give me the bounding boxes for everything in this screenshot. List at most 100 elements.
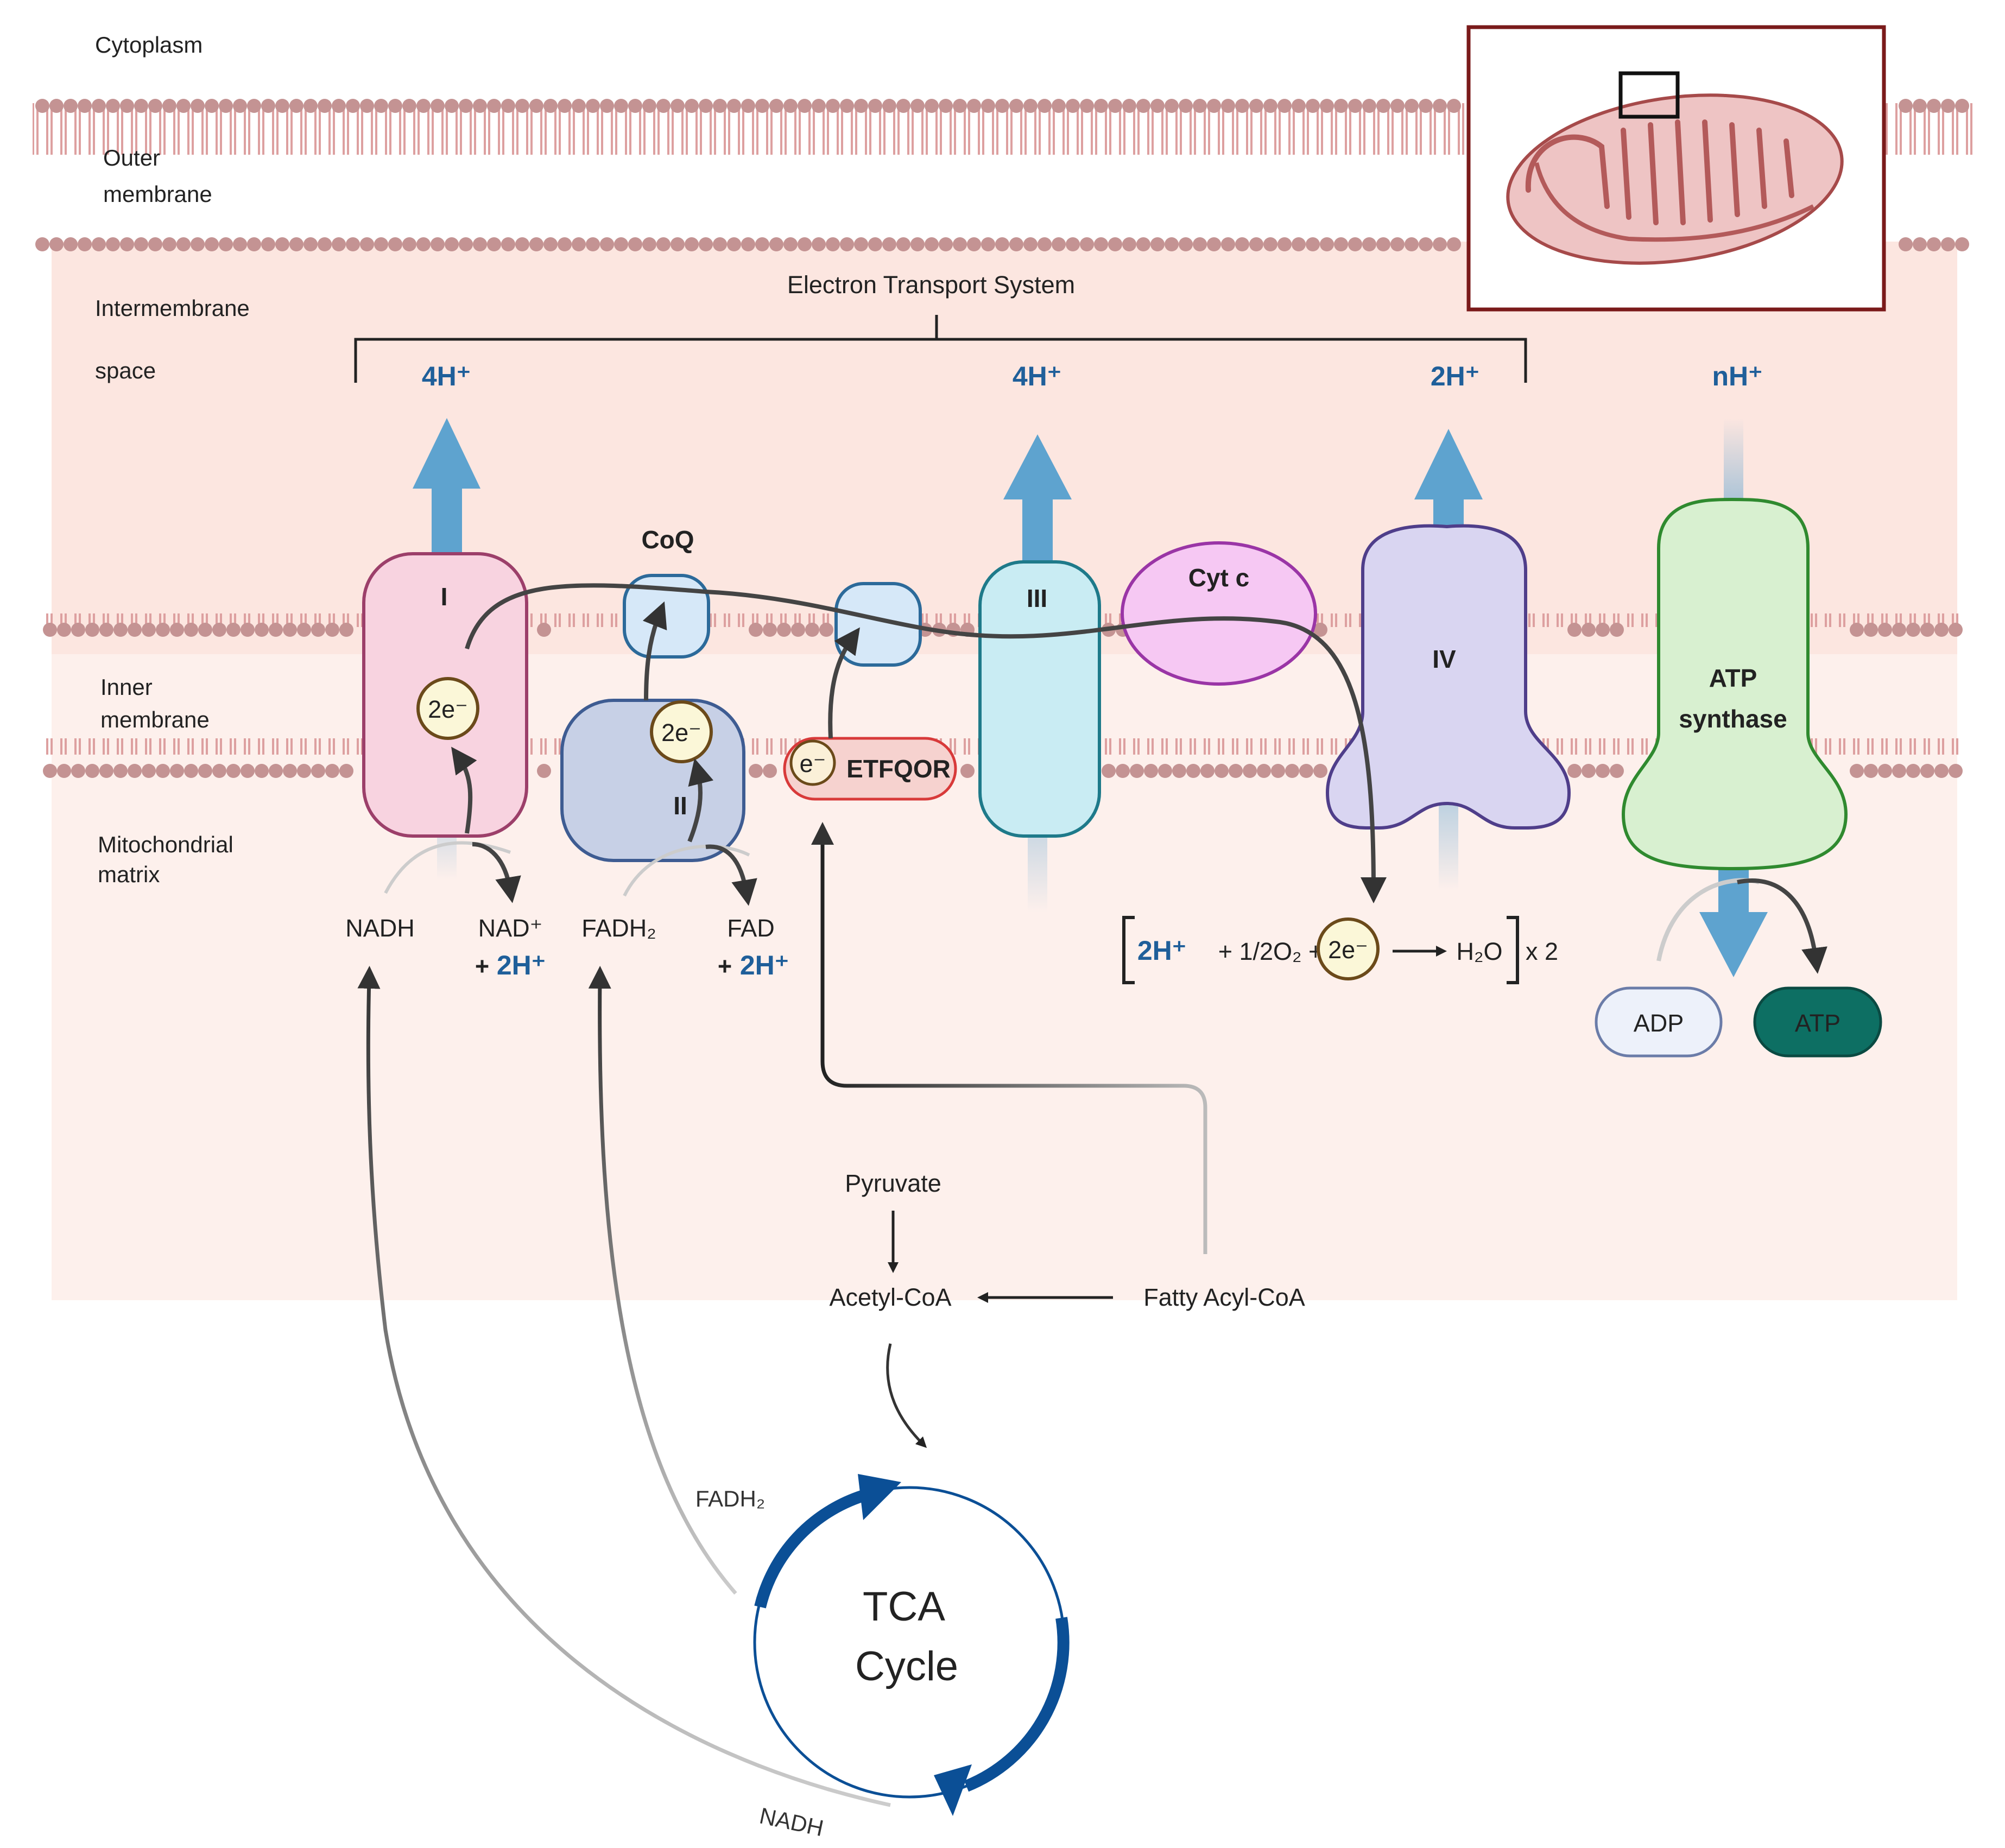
lipid-head — [261, 99, 275, 113]
lipid-head — [642, 99, 656, 113]
lipid-head — [1596, 623, 1610, 637]
lipid-head — [1150, 99, 1165, 113]
lipid-head — [1165, 99, 1179, 113]
lipid-head — [1906, 623, 1920, 637]
lipid-head — [289, 99, 303, 113]
lipid-head — [628, 99, 642, 113]
lipid-head — [543, 99, 558, 113]
lipid-head — [572, 237, 586, 251]
lipid-head — [416, 99, 431, 113]
lipid-head — [1334, 237, 1348, 251]
lipid-head — [360, 99, 374, 113]
lipid-head — [473, 237, 487, 251]
lipid-head — [1207, 237, 1221, 251]
lipid-head — [1582, 764, 1596, 778]
lipid-head — [1052, 237, 1066, 251]
lipid-head — [840, 237, 854, 251]
label-outer-2: membrane — [103, 181, 212, 207]
lipid-head — [981, 99, 995, 113]
lipid-head — [402, 237, 416, 251]
complex-3[interactable]: III — [978, 560, 1101, 838]
lipid-head — [1263, 99, 1277, 113]
lipid-head — [459, 99, 473, 113]
lipid-head — [431, 99, 445, 113]
label-fadh2: FADH₂ — [581, 914, 656, 942]
lipid-head — [1193, 237, 1207, 251]
lipid-head — [134, 237, 148, 251]
lipid-head — [882, 237, 896, 251]
cytochrome-c[interactable]: Cyt c — [1121, 541, 1317, 686]
lipid-head — [374, 237, 388, 251]
lipid-head — [388, 237, 402, 251]
etfqor-electron: e⁻ — [800, 750, 826, 777]
adp-label: ADP — [1634, 1009, 1684, 1037]
lipid-head — [170, 623, 184, 637]
label-fad: FAD — [727, 914, 775, 942]
lipid-head — [614, 99, 628, 113]
complex-2-label: II — [673, 792, 687, 820]
water-oxygen: + 1/2O₂ + — [1218, 938, 1323, 965]
lipid-head — [1906, 764, 1920, 778]
fadh2-curve — [623, 844, 750, 897]
lipid-head — [1864, 623, 1878, 637]
lipid-head — [763, 623, 777, 637]
electron-badge-complex-1-text: 2e⁻ — [428, 695, 468, 723]
lipid-head — [910, 237, 925, 251]
lipid-head — [671, 99, 685, 113]
cyt-c-label: Cyt c — [1188, 564, 1249, 592]
lipid-head — [586, 237, 600, 251]
water-product: H₂O — [1457, 938, 1503, 965]
proton-label-complex-4: 2H⁺ — [1431, 361, 1479, 391]
lipid-head — [1892, 764, 1906, 778]
lipid-head — [1419, 99, 1433, 113]
lipid-head — [1913, 237, 1927, 251]
coq-label: CoQ — [641, 526, 694, 554]
lipid-head — [1878, 764, 1892, 778]
lipid-head — [1122, 99, 1136, 113]
lipid-head — [346, 237, 360, 251]
mitochondrion-inset — [1466, 25, 1886, 312]
lipid-head — [226, 764, 241, 778]
lipid-head — [642, 237, 656, 251]
lipid-head — [162, 99, 176, 113]
lipid-head — [1108, 237, 1122, 251]
lipid-head — [685, 99, 699, 113]
lipid-head — [57, 764, 71, 778]
lipid-head — [1348, 237, 1362, 251]
lipid-head — [1567, 623, 1582, 637]
lipid-head — [896, 237, 910, 251]
atp-synthase[interactable]: ATP synthase — [1621, 497, 1848, 871]
lipid-head — [1299, 764, 1313, 778]
lipid-head — [1130, 764, 1144, 778]
complex-4[interactable]: IV — [1325, 524, 1571, 830]
lipid-head — [1066, 99, 1080, 113]
complex-1-label: I — [441, 583, 448, 611]
lipid-head — [1362, 99, 1376, 113]
fatty-acyl-to-etfqor-path — [811, 822, 1207, 1254]
electron-arrow-complex-1 — [451, 746, 477, 834]
lipid-head — [755, 99, 769, 113]
lipid-head — [783, 99, 798, 113]
etfqor-to-carrier-arrow — [828, 627, 860, 739]
lipid-head — [71, 623, 85, 637]
lipid-head — [445, 99, 459, 113]
lipid-head — [1023, 237, 1038, 251]
label-inner-2: membrane — [100, 707, 210, 732]
tca-cycle[interactable]: TCA Cycle — [753, 1474, 1070, 1816]
lipid-head — [1179, 237, 1193, 251]
lipid-head — [374, 99, 388, 113]
fad-arrow — [705, 844, 757, 906]
lipid-head — [416, 237, 431, 251]
lipid-head — [1094, 237, 1108, 251]
lipid-head — [1955, 237, 1969, 251]
etfqor[interactable]: ETFQOR e⁻ — [783, 737, 957, 801]
lipid-head — [749, 764, 763, 778]
lipid-head — [1158, 764, 1172, 778]
atp-label: ATP — [1795, 1009, 1840, 1037]
lipid-head — [1362, 237, 1376, 251]
lipid-head — [819, 623, 833, 637]
lipid-head — [1094, 99, 1108, 113]
lipid-head — [798, 99, 812, 113]
lipid-head — [1080, 99, 1094, 113]
